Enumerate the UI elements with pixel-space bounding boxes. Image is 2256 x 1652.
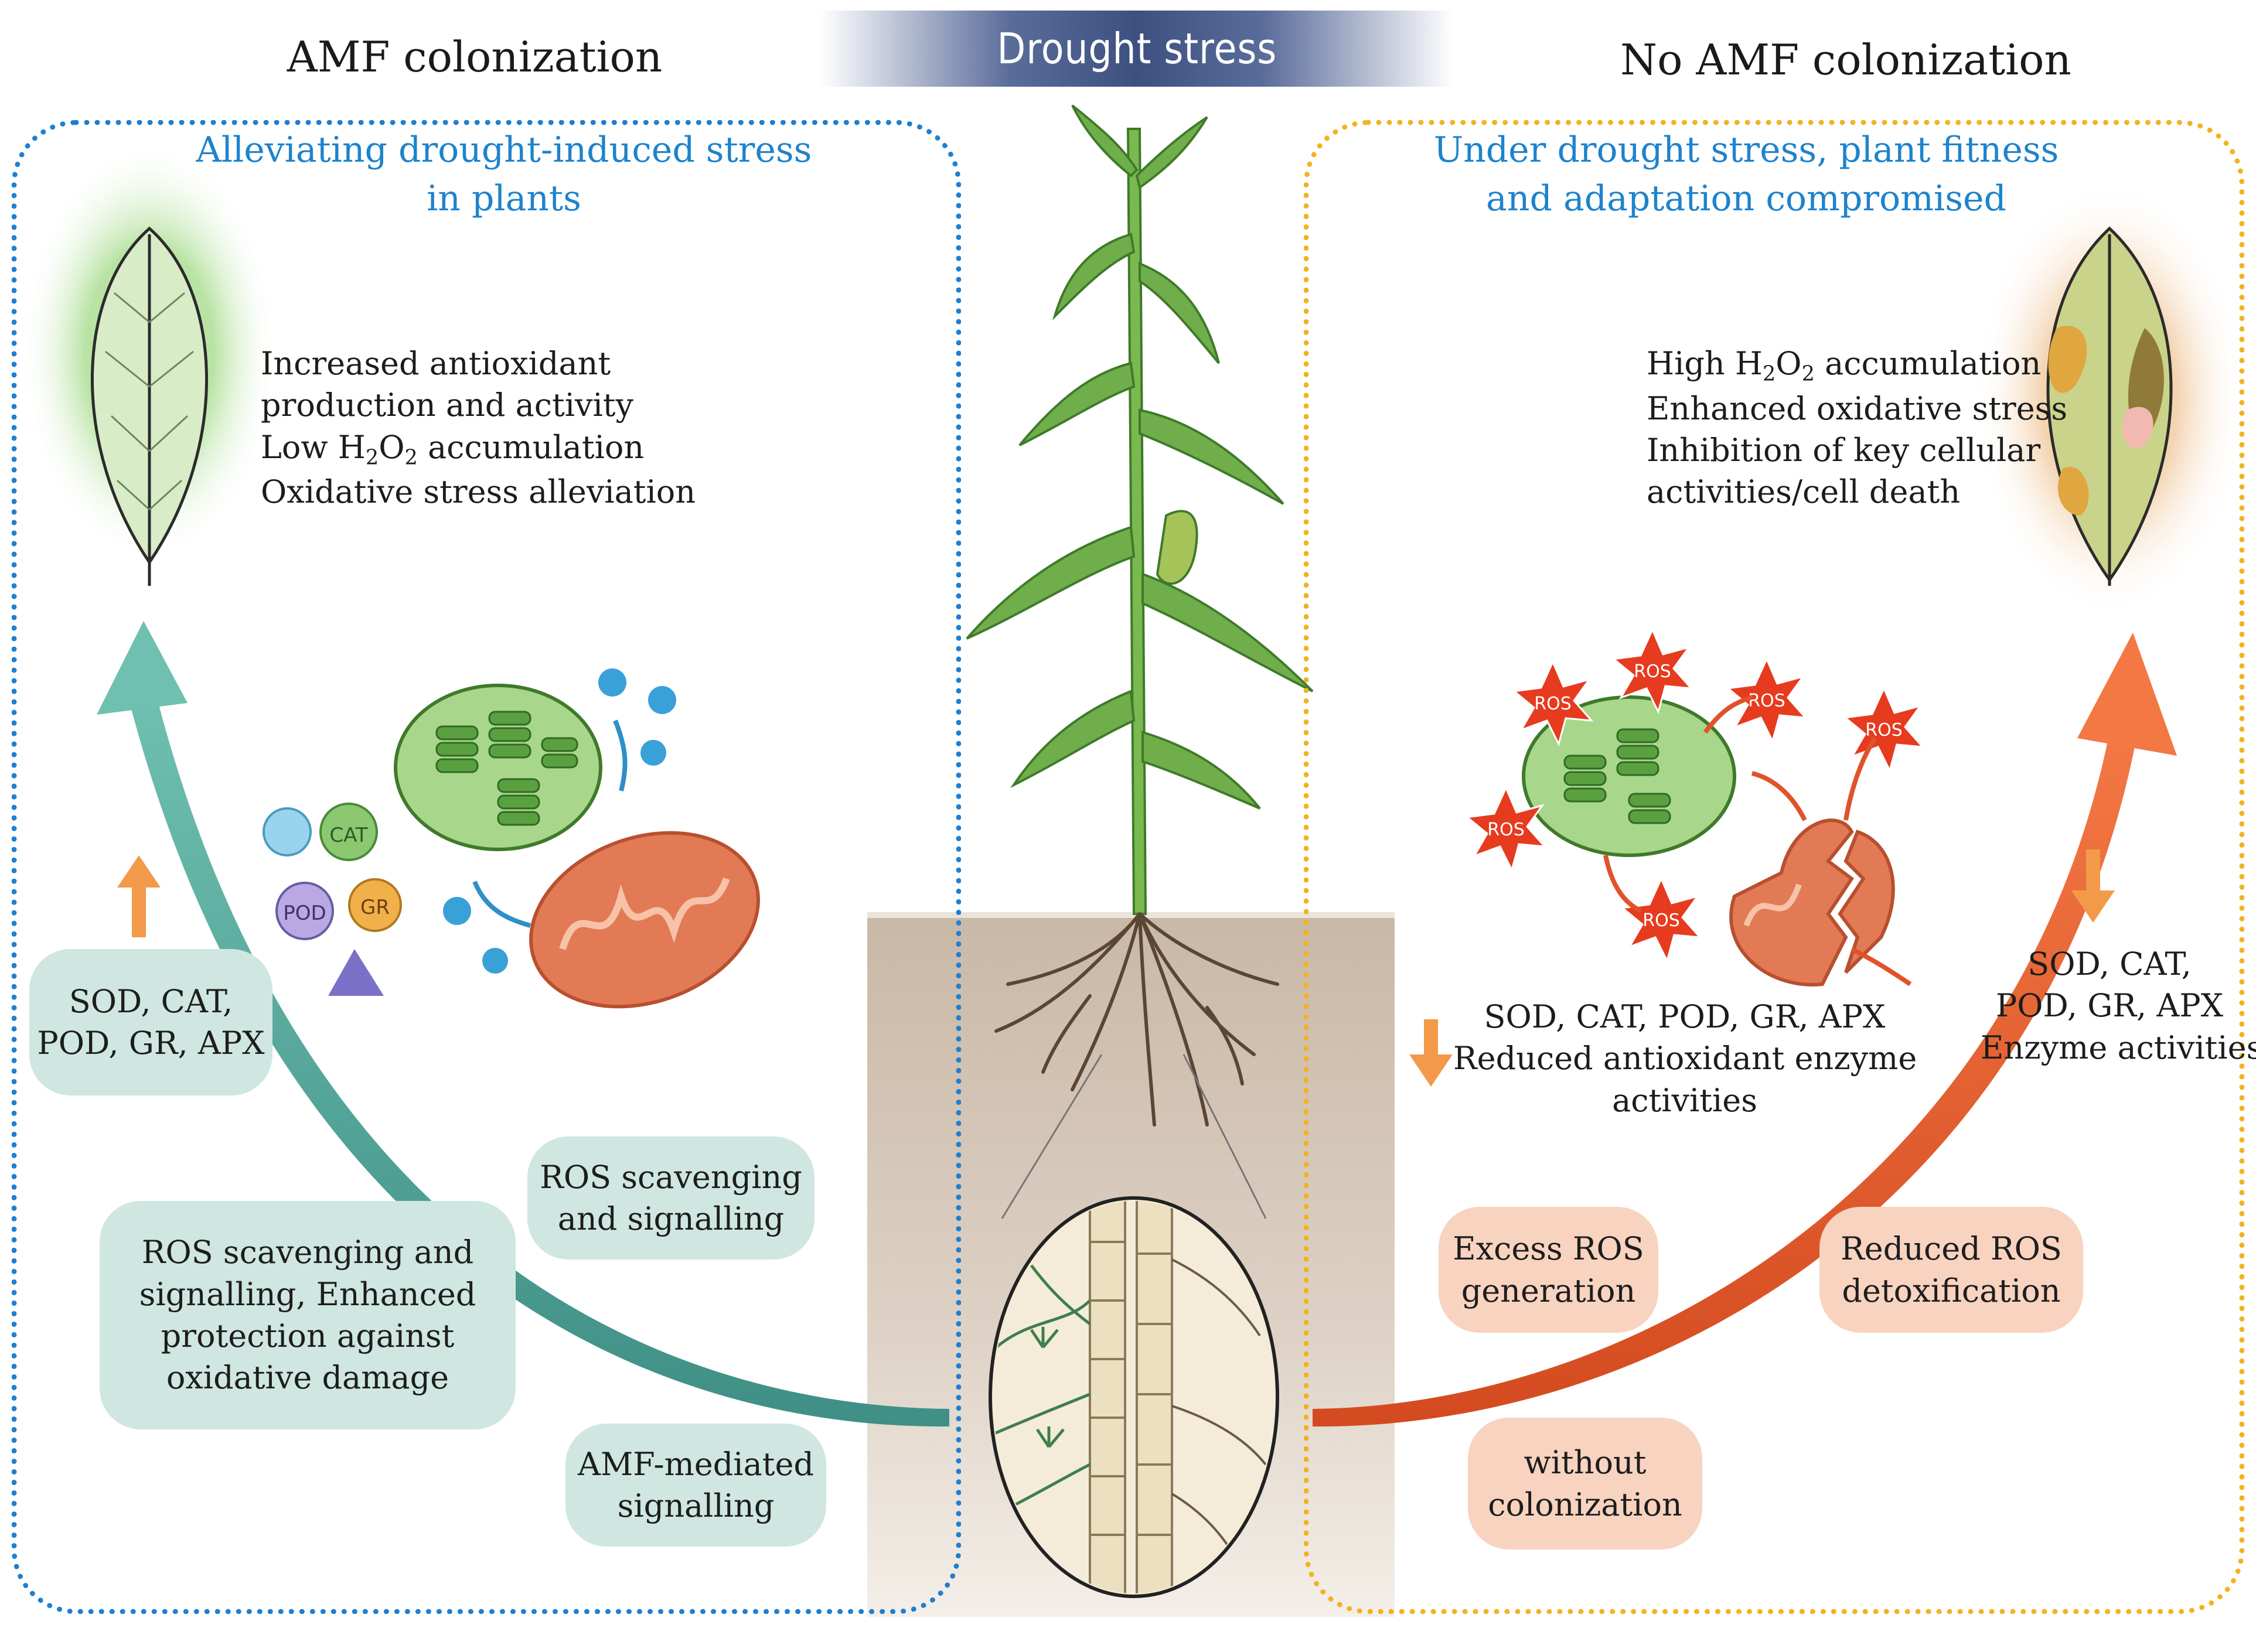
up-arrow-icon: [117, 855, 161, 937]
ros-label-1: ROS: [1534, 694, 1572, 714]
down-arrow-icon-1: [1409, 1019, 1453, 1087]
ros-burst-icons: [1465, 627, 1925, 964]
amf-panel: [12, 120, 961, 1614]
left-subtitle-line1: Alleviating drought-induced stress: [196, 129, 812, 170]
ros-label-4: ROS: [1865, 720, 1903, 740]
healthy-chloroplast-icon: [394, 684, 602, 851]
right-subtitle-line1: Under drought stress, plant fitness: [1433, 129, 2059, 170]
orange-curve-arrow: [1313, 732, 2136, 1427]
gr-label: GR: [360, 896, 390, 919]
ros-label-6: ROS: [1642, 910, 1680, 931]
left-subtitle-line2: in plants: [427, 178, 581, 219]
ros-label-2: ROS: [1634, 661, 1671, 682]
left-subtitle: Alleviating drought-induced stress in pl…: [176, 126, 832, 223]
enzyme-activities-right: SOD, CAT, POD, GR, APX Enzyme activities: [1981, 946, 2256, 1066]
right-effect-4: activities/cell death: [1647, 473, 1961, 511]
cat-label: CAT: [329, 824, 367, 847]
left-effect-2: production and activity: [261, 387, 634, 424]
reduced-enzyme-text: SOD, CAT, POD, GR, APX Reduced antioxida…: [1453, 998, 1917, 1119]
roots: [994, 912, 1279, 1127]
right-title: No AMF colonization: [1620, 35, 2071, 84]
banner-label: Drought stress: [997, 24, 1277, 73]
center-banner: Drought stress: [820, 11, 1453, 87]
stressed-chloroplast-icon: [1522, 695, 1736, 857]
left-effect-1: Increased antioxidant: [261, 345, 611, 382]
damaged-mitochondrion-icon: [1729, 818, 1895, 987]
right-effect-1: High H2O2 accumulation: [1647, 345, 2042, 386]
left-effects-text: Increased antioxidant production and act…: [261, 343, 696, 513]
right-effect-2: Enhanced oxidative stress: [1647, 390, 2068, 427]
right-subtitle: Under drought stress, plant fitness and …: [1430, 126, 2063, 223]
no-amf-panel: [1304, 120, 2244, 1614]
left-effect-3: Low H2O2 accumulation: [261, 428, 645, 470]
teal-curve-arrow: [129, 691, 949, 1427]
healthy-leaf-icon: [91, 226, 208, 586]
ros-label-3: ROS: [1748, 691, 1785, 711]
ros-label-5: ROS: [1487, 820, 1525, 840]
right-effect-3: Inhibition of key cellular: [1647, 432, 2041, 469]
left-effect-4: Oxidative stress alleviation: [261, 473, 696, 511]
right-subtitle-line2: and adaptation compromised: [1486, 178, 2006, 219]
maize-plant: [966, 104, 1314, 915]
damaged-leaf-icon: [2046, 226, 2173, 586]
pod-label: POD: [283, 902, 326, 925]
scavenged-ros-icons: [443, 668, 676, 974]
antioxidant-enzymes-icons: CAT POD GR: [263, 803, 402, 996]
enzyme-box-left: SOD, CAT,POD, GR, APX: [29, 949, 272, 1095]
down-arrow-icon-2: [2071, 849, 2115, 923]
root-cross-section: [989, 1196, 1279, 1598]
right-effects-text: High H2O2 accumulation Enhanced oxidativ…: [1647, 343, 2067, 513]
left-title: AMF colonization: [287, 32, 663, 81]
healthy-mitochondrion-icon: [529, 831, 760, 1009]
